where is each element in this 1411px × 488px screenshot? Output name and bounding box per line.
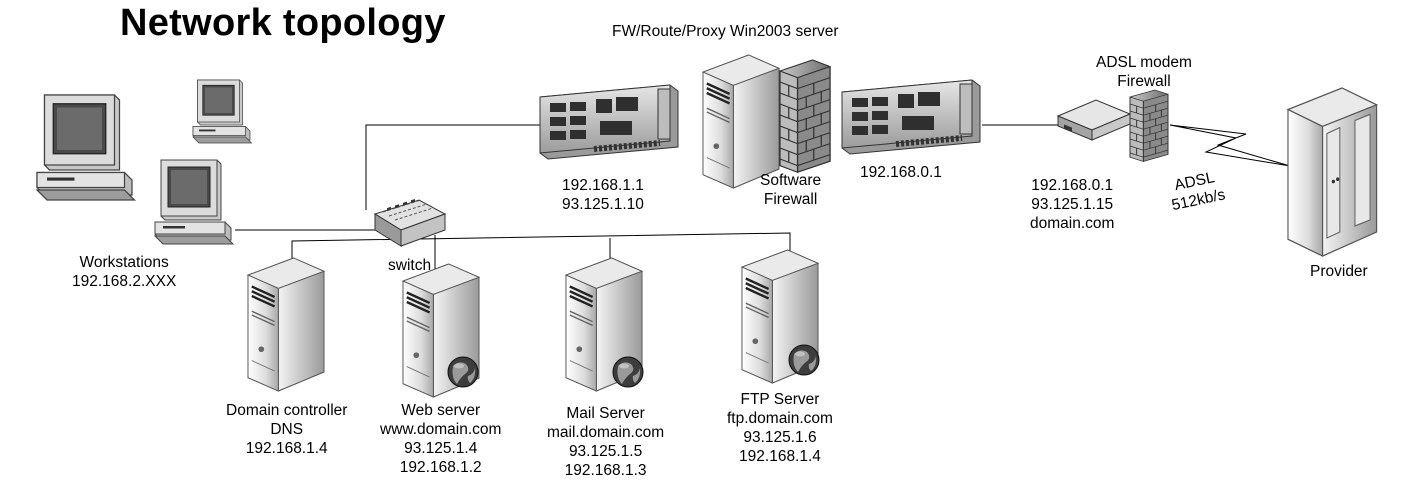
web-server-label: Web server www.domain.com 93.125.1.4 192… — [380, 401, 501, 477]
connections — [235, 124, 1060, 285]
web-server-host: www.domain.com — [380, 421, 502, 438]
software-firewall-line2: Firewall — [763, 191, 818, 208]
dc-role: DNS — [270, 421, 304, 438]
ftp-globe-icon — [788, 344, 820, 376]
software-firewall-label: Software Firewall — [760, 171, 821, 209]
ftp-server-name: FTP Server — [740, 391, 820, 408]
ftp-server-public-ip: 93.125.1.6 — [743, 429, 817, 446]
software-firewall-line1: Software — [760, 172, 822, 189]
software-firewall-icon — [779, 59, 831, 173]
workstations-label: Workstations 192.168.2.XXX — [72, 253, 176, 291]
hardware-firewall-icon — [1129, 89, 1169, 162]
web-server-local-ip: 192.168.1.2 — [399, 459, 482, 476]
nic-internal-public-ip: 93.125.1.10 — [562, 196, 644, 213]
ftp-server-host: ftp.domain.com — [727, 410, 833, 427]
switch-label: switch — [388, 257, 432, 274]
modem-ip-label: 192.168.0.1 93.125.1.15 domain.com — [1030, 176, 1114, 233]
link-switch-nic — [365, 124, 540, 210]
nic-internal-icon — [540, 85, 678, 159]
workstation-large — [36, 94, 136, 201]
link-bus — [291, 232, 791, 270]
dc-ip: 192.168.1.4 — [245, 440, 328, 457]
modem-label-line1: ADSL modem — [1096, 54, 1192, 71]
workstations-title: Workstations — [79, 254, 169, 271]
modem-label: ADSL modem Firewall — [1096, 53, 1192, 91]
nic-external-label: 192.168.0.1 — [860, 164, 942, 181]
mail-server-name: Mail Server — [566, 405, 645, 422]
nic-external-icon — [842, 80, 980, 154]
mail-server-label: Mail Server mail.domain.com 93.125.1.5 1… — [547, 404, 664, 480]
ftp-server-label: FTP Server ftp.domain.com 93.125.1.6 192… — [727, 390, 833, 466]
dc-name: Domain controller — [226, 402, 348, 419]
web-server-public-ip: 93.125.1.4 — [404, 440, 478, 457]
mail-server-local-ip: 192.168.1.3 — [564, 462, 647, 479]
mail-server-public-ip: 93.125.1.5 — [568, 443, 643, 460]
nic-internal-ip: 192.168.1.1 — [562, 177, 644, 194]
domain-controller-label: Domain controller DNS 192.168.1.4 — [226, 401, 347, 458]
workstation-small — [192, 79, 252, 144]
mail-globe-icon — [612, 356, 644, 388]
mail-server-host: mail.domain.com — [547, 424, 665, 441]
nic-internal-label: 192.168.1.1 93.125.1.10 — [562, 176, 644, 214]
page-title: Network topology — [120, 2, 446, 44]
modem-label-line2: Firewall — [1117, 73, 1171, 90]
workstation-medium — [154, 159, 234, 245]
adsl-link-bolt — [1169, 124, 1291, 167]
modem-ip-domain: domain.com — [1030, 215, 1115, 232]
provider-server-icon — [1286, 87, 1379, 257]
ftp-server-local-ip: 192.168.1.4 — [739, 448, 821, 465]
domain-controller-server-icon — [246, 256, 326, 393]
workstations-ip-range: 192.168.2.XXX — [72, 273, 177, 290]
adsl-modem-icon — [1056, 99, 1132, 141]
provider-label: Provider — [1310, 263, 1368, 280]
switch-icon — [373, 199, 447, 247]
web-globe-icon — [447, 356, 479, 388]
web-server-name: Web server — [401, 402, 481, 419]
modem-ip-local: 192.168.0.1 — [1031, 177, 1114, 194]
gateway-server-icon — [701, 53, 781, 190]
modem-ip-public: 93.125.1.15 — [1031, 196, 1114, 213]
gateway-label: FW/Route/Proxy Win2003 server — [612, 23, 839, 40]
